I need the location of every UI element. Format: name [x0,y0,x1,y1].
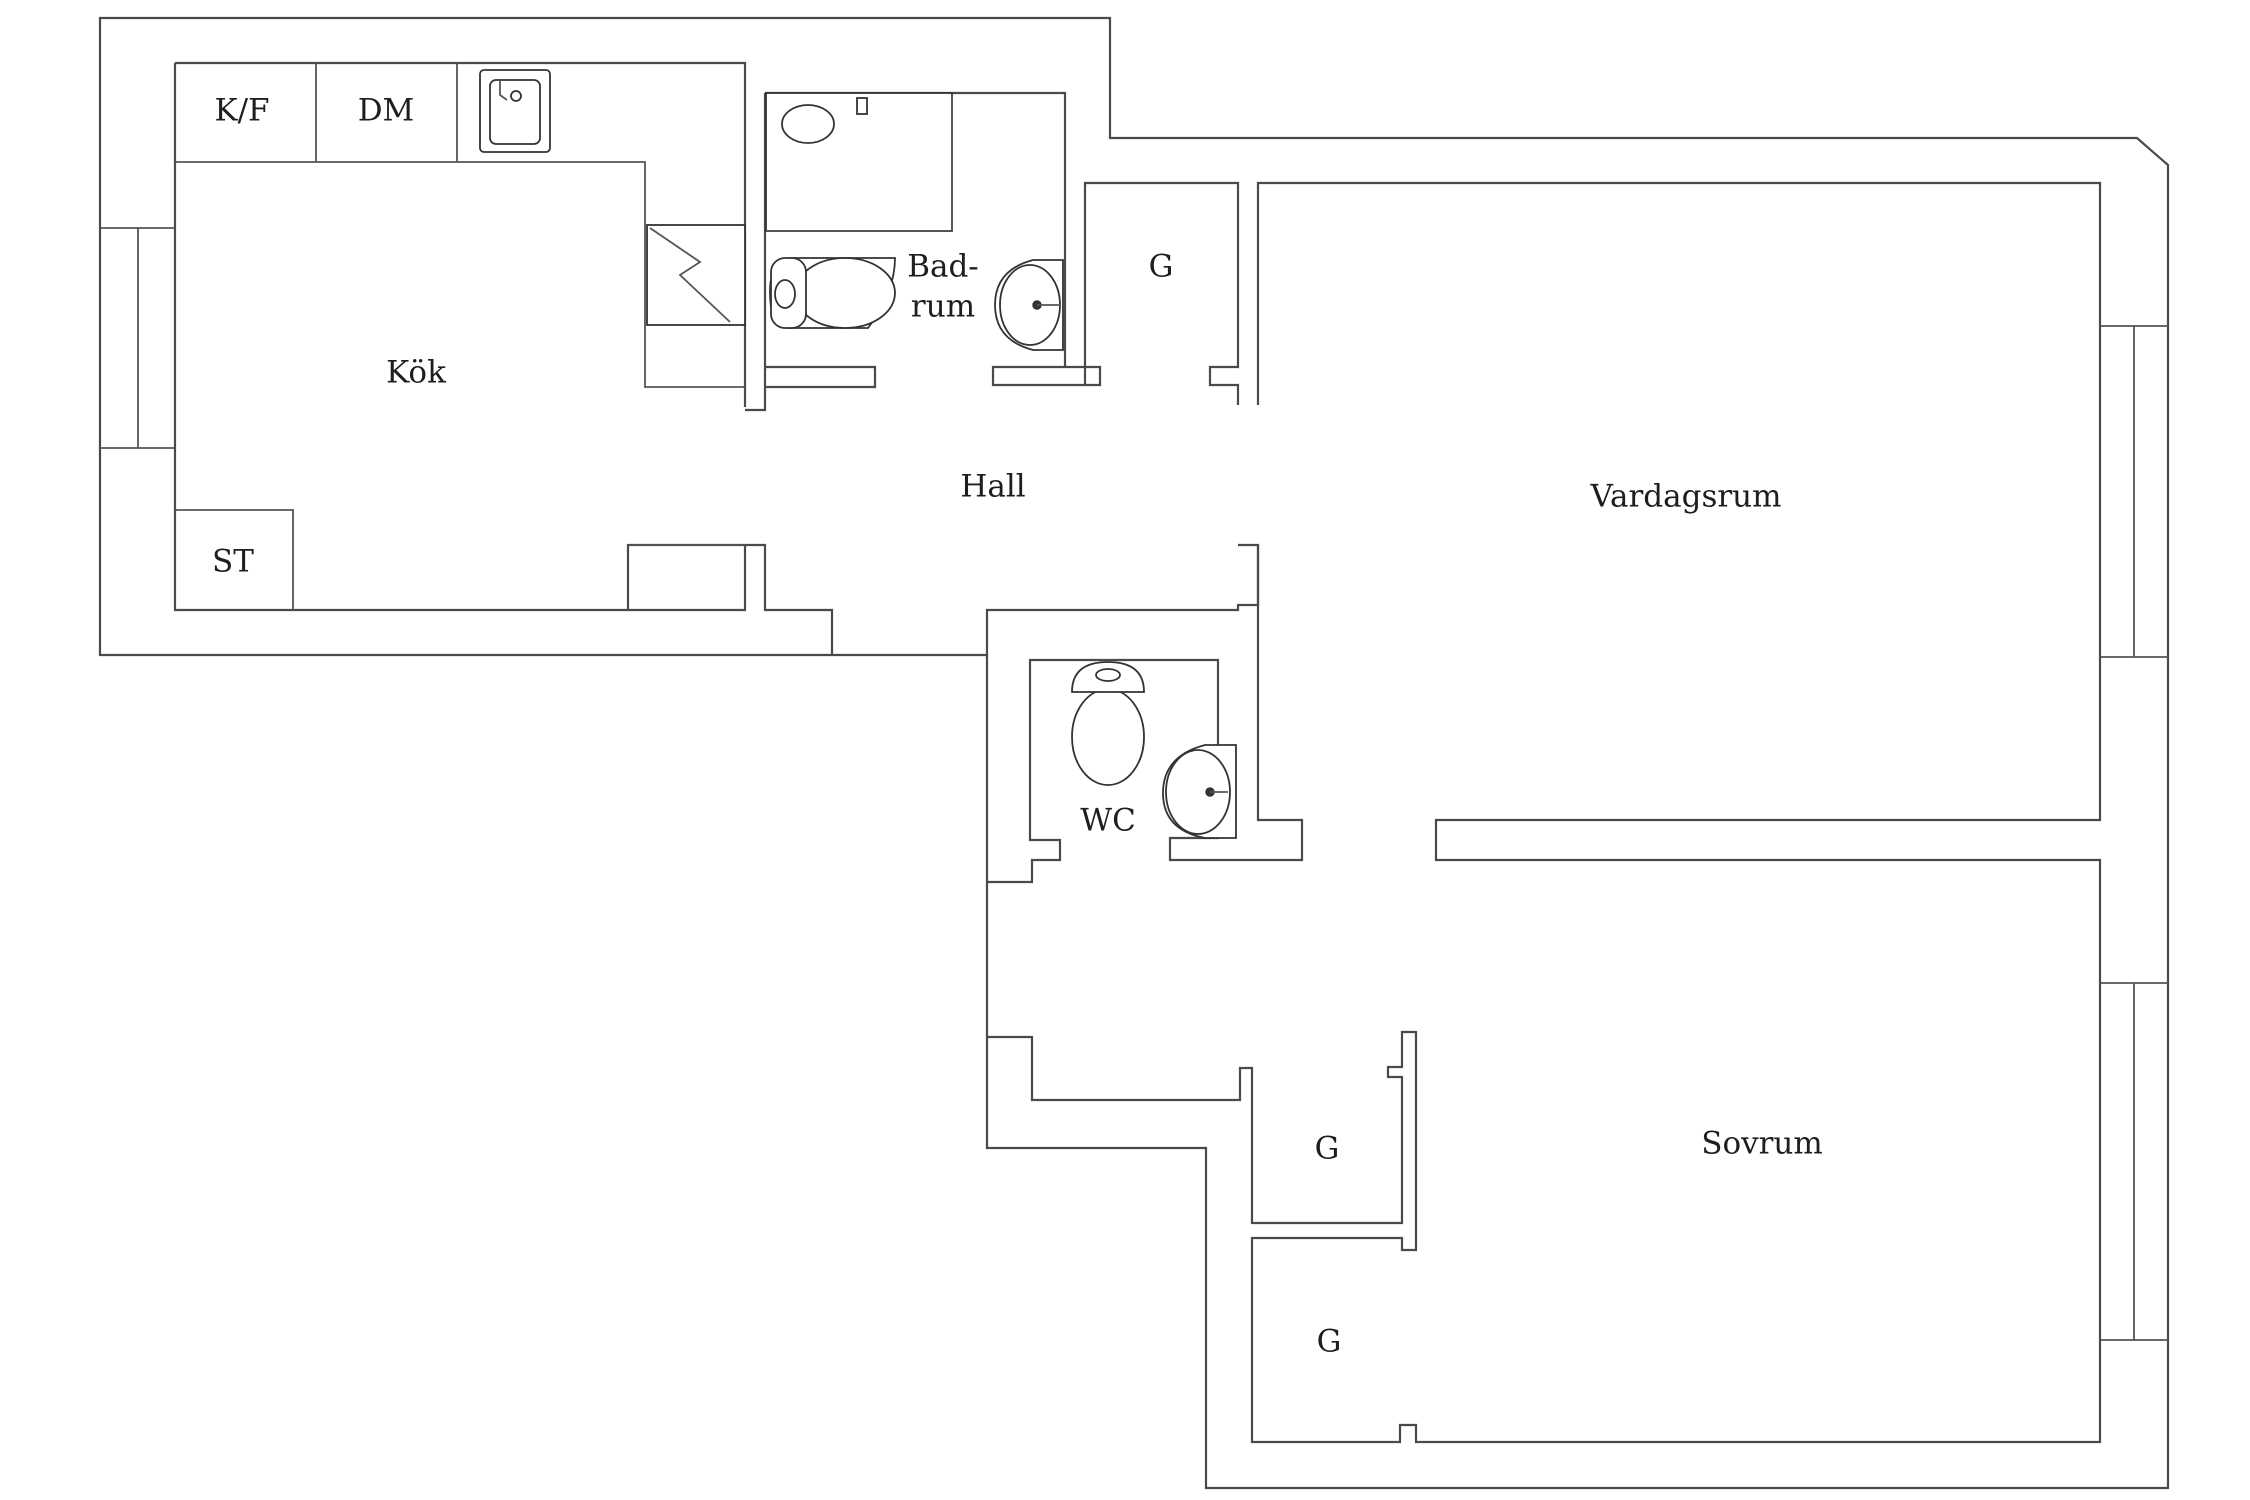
stove-icon [646,224,746,326]
wc-room [745,543,1304,884]
room-label-hall: Hall [960,469,1025,505]
toilet-icon [1071,661,1145,786]
room-label-garderob-sovrum-bottom: G [1317,1324,1342,1360]
room-label-wc: WC [1080,803,1136,839]
washbasin-icon [994,259,1064,351]
bathroom-walls [745,91,1102,412]
inner-wall-kitchen [173,61,747,612]
outer-wall-upper [98,16,2170,1490]
room-label-garderob-sovrum-top: G [1315,1131,1340,1167]
room-label-garderob-hall: G [1149,249,1174,285]
room-label-sovrum: Sovrum [1701,1126,1823,1162]
window-icon [100,227,2168,1341]
kitchen-counter-top [175,63,745,388]
bathroom [745,91,1102,412]
appliance-label-dm: DM [358,93,415,129]
shower-icon [765,92,953,232]
appliance-label-st: ST [212,544,254,580]
washbasin-icon [1162,744,1237,839]
kitchen-cabinet-st [175,509,294,610]
room-label-badrum-line2: rum [911,289,975,325]
room-label-badrum-line1: Bad- [907,249,979,285]
toilet-icon [769,257,896,329]
kitchen [175,63,746,610]
sink-icon [479,69,551,153]
hall-wardrobe [987,181,2102,1444]
room-label-kok: Kök [386,355,446,391]
room-label-vardagsrum: Vardagsrum [1589,479,1781,515]
room-labels: Kök Hall Vardagsrum Sovrum Bad- rum WC G… [212,93,1823,1360]
appliance-label-kf: K/F [214,93,269,129]
